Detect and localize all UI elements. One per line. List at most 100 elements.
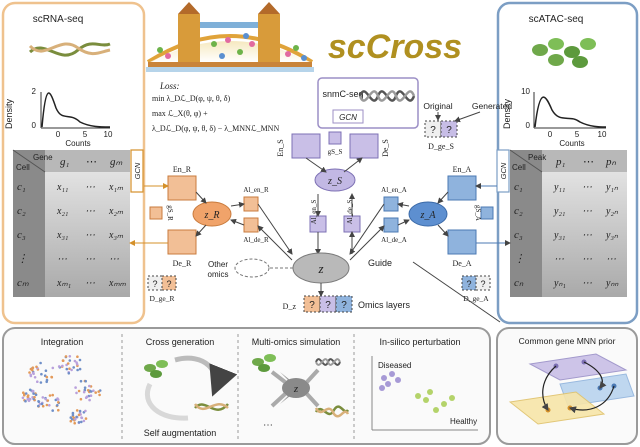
rna-cell-4-2: ⋯ [85, 278, 95, 289]
r-branch: En_R De_R gS_R z_R Al_en_R Al_de_R [129, 165, 293, 268]
umap-point [92, 389, 95, 393]
al-en-r-label: Al_en_R [243, 186, 269, 194]
umap-point [26, 397, 30, 401]
umap-point [94, 391, 97, 394]
atac-cell-2-0: c₃ [514, 229, 523, 241]
umap-point [57, 365, 61, 368]
atac-xtick-5: 5 [575, 130, 580, 139]
d-ge-s-q2: ? [446, 125, 452, 136]
umap-point [45, 375, 49, 379]
umap-point [32, 371, 35, 375]
app-title: scCross [328, 28, 462, 66]
rna-density-label: Density [4, 98, 14, 129]
de-r-block [167, 229, 197, 255]
rna-col-1: g₁ [60, 156, 70, 168]
atac-panel-title: scATAC-seq [529, 14, 584, 25]
rna-ytick-0: 0 [32, 121, 37, 130]
rna-gcn-box [130, 149, 144, 193]
original-label: Original [423, 101, 452, 111]
de-s-block [349, 133, 379, 159]
umap-point [36, 380, 39, 384]
svg-text:⋯: ⋯ [263, 420, 273, 431]
rna-cell-0-2: ⋯ [85, 182, 95, 193]
d-ge-r-label: D_ge_R [150, 294, 175, 303]
rna-cell-0-1: x₁₁ [56, 182, 68, 193]
umap-point [69, 416, 73, 419]
umap-point [79, 397, 83, 401]
applications-panel: Integration Cross generation Self augmen… [2, 327, 491, 445]
d-ge-s-q1: ? [430, 125, 436, 136]
atac-xtick-0: 0 [548, 130, 553, 139]
de-r-label: De_R [173, 259, 192, 268]
umap-point [75, 363, 79, 366]
atac-col-dots: ⋯ [583, 156, 594, 168]
atac-col-n: pₙ [605, 156, 617, 168]
rna-cell-2-3: x₃ₘ [108, 230, 124, 241]
rna-cell-4-3: xₘₘ [108, 278, 127, 289]
atac-cell-1-0: c₂ [514, 205, 523, 217]
de-a-block [447, 229, 477, 255]
umap-point [65, 367, 69, 371]
atac-cell-3-3: ⋯ [606, 254, 616, 265]
umap-point [76, 355, 79, 359]
atac-cell-3-2: ⋯ [582, 254, 592, 265]
perturbation-plot: Diseased Healthy [371, 356, 478, 431]
umap-point [68, 359, 72, 362]
rna-col-m: gₘ [110, 156, 123, 168]
umap-point [51, 393, 54, 397]
rna-cell-3-0: ⋮ [17, 253, 28, 265]
omics-layers-label: Omics layers [358, 300, 411, 310]
za-label: z_A [420, 210, 437, 221]
umap-point [28, 371, 31, 374]
umap-point [39, 361, 42, 365]
en-r-block [167, 175, 197, 201]
cross-generation-icon [144, 355, 238, 421]
umap-point [41, 396, 45, 399]
svg-text:z: z [293, 383, 299, 395]
umap-point [34, 393, 38, 397]
umap-point [73, 421, 76, 425]
gs-a-label: gS_A [474, 205, 482, 221]
rna-cell-1-3: x₂ₘ [108, 206, 124, 217]
umap-point [77, 421, 81, 424]
z-label: z [317, 261, 323, 276]
atac-gcn-label: GCN [499, 162, 508, 179]
atac-cell-4-3: yₙₙ [605, 278, 619, 289]
umap-point [83, 388, 87, 392]
loss-block: Loss: min λ_Dℒ_D(φ, ψ, θ, δ) max ℒ_X(θ, … [152, 81, 279, 133]
atac-counts-label: Counts [559, 139, 584, 148]
en-a-label: En_A [453, 165, 472, 174]
umap-point [41, 404, 45, 408]
snmc-block: snmC-seq GCN [317, 77, 419, 129]
de-s-label: De_S [381, 139, 390, 157]
umap-point [78, 409, 82, 413]
other-omics-label-2: omics [208, 270, 229, 279]
umap-point [44, 369, 48, 373]
a-branch: En_A De_A gS_A z_A Al_en_A Al_de_A [349, 165, 511, 268]
umap-point [46, 399, 50, 402]
rna-counts-label: Counts [65, 139, 90, 148]
umap-point [24, 399, 27, 403]
umap-point [98, 393, 101, 397]
rna-cell-3-1: ⋯ [57, 254, 67, 265]
d-z-q3: ? [341, 300, 347, 311]
umap-point [84, 409, 87, 413]
d-ge-a-q2: ? [480, 279, 485, 289]
d-ge-a-q1: ? [466, 279, 471, 289]
mnn-panel: Common gene MNN prior [496, 327, 638, 445]
umap-point [77, 389, 81, 393]
rna-col-dots: ⋯ [86, 156, 97, 168]
snmc-gcn-box [332, 109, 364, 124]
gs-s-label: gS_S [328, 148, 343, 156]
zs-label: z_S [327, 176, 342, 187]
rna-cell-0-0: c₁ [17, 181, 26, 193]
umap-point [26, 394, 30, 397]
umap-point [64, 355, 68, 358]
shared-latent: z Other omics Guide ? ? ? D_z Omics laye… [208, 252, 411, 313]
umap-point [44, 397, 47, 401]
guide-label: Guide [368, 258, 392, 268]
umap-point [50, 375, 54, 379]
rna-xtick-0: 0 [56, 130, 61, 139]
